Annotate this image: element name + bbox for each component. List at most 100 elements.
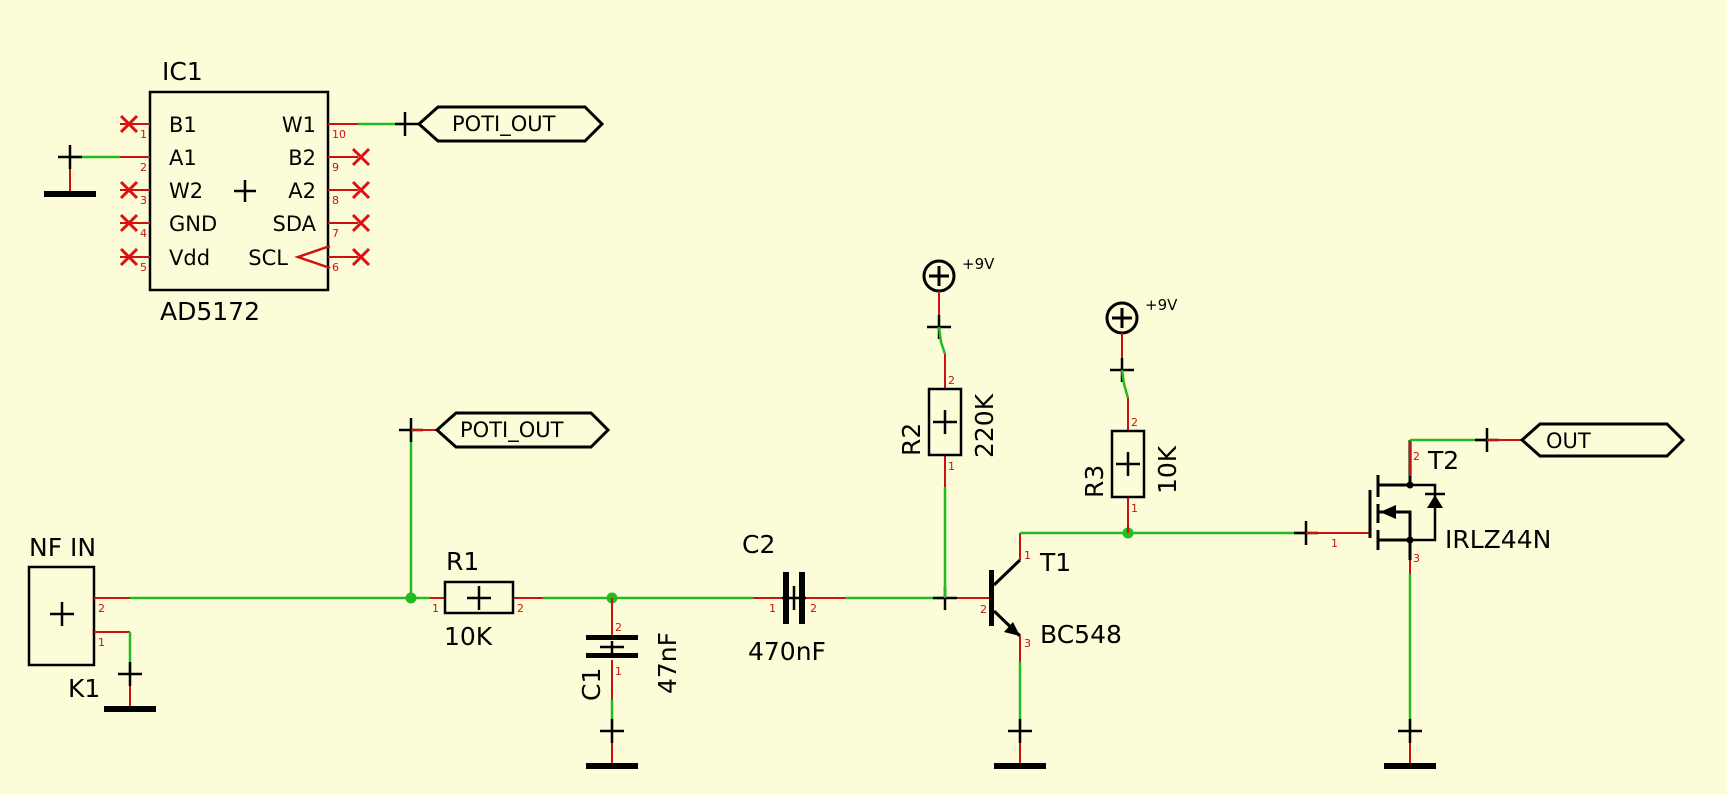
t1-pin-num-3: 3 xyxy=(1024,637,1031,650)
r1-value-label: 10K xyxy=(444,622,493,651)
k1-pin-num-1: 1 xyxy=(98,636,105,649)
no-connect-icon xyxy=(351,147,371,167)
ic1-ref-label: IC1 xyxy=(162,57,203,86)
c1-ref-label: C1 xyxy=(577,668,606,701)
ground-icon xyxy=(1384,763,1436,769)
t2-diode-line xyxy=(1410,483,1437,542)
t1-base-bar xyxy=(989,570,994,626)
plus-icon xyxy=(929,266,949,286)
t2-value-label: IRLZ44N xyxy=(1445,525,1551,554)
r2-body xyxy=(927,387,963,457)
ic1-left-pin-stubs xyxy=(120,123,150,258)
k1-pin-num-2: 2 xyxy=(98,602,105,615)
net-label-poti-out-top[interactable]: POTI_OUT xyxy=(416,105,605,143)
r2-resistor[interactable]: R2 220K 2 1 xyxy=(897,354,999,487)
r1-body xyxy=(443,580,515,615)
t2-mosfet[interactable]: T2 IRLZ44N 1 2 3 xyxy=(1306,440,1551,574)
k1-origin-cross xyxy=(50,602,74,626)
r2-value-label: 220K xyxy=(970,393,999,458)
net-label-text: POTI_OUT xyxy=(452,112,556,137)
c1-plate-top xyxy=(586,635,638,640)
c1-pin-num-2: 2 xyxy=(615,621,622,634)
c1-plate-bottom xyxy=(586,653,638,658)
poti-out-top-cross xyxy=(395,112,419,136)
t2-pin-num-3: 3 xyxy=(1413,552,1420,565)
ic1-pin-name-vdd: Vdd xyxy=(169,246,210,270)
ic1-pin-num-8: 8 xyxy=(332,194,339,207)
c2-capacitor[interactable]: C2 470nF 1 2 xyxy=(742,530,845,666)
no-connect-icon xyxy=(119,180,139,200)
plus-icon xyxy=(1112,308,1132,328)
ic1-pin-num-4: 4 xyxy=(140,227,147,240)
ground-icon xyxy=(44,191,96,197)
ic1-gnd-cross xyxy=(58,145,82,169)
t1-transistor[interactable]: T1 BC548 1 2 3 xyxy=(979,533,1122,662)
t1-gnd-cross xyxy=(1008,719,1032,743)
c2-origin-cross xyxy=(782,586,806,610)
ic1-pin-name-a1: A1 xyxy=(169,146,197,170)
vcc-r3-label: +9V xyxy=(1145,296,1178,314)
junction-dot xyxy=(1406,481,1414,489)
k1-gnd-cross xyxy=(118,662,142,686)
ic1-symbol[interactable]: IC1 AD5172 B1 A1 W2 GND Vdd W1 B2 A2 SDA… xyxy=(119,57,371,326)
t2-body-diode-icon xyxy=(1427,495,1443,508)
c1-value-label: 47nF xyxy=(653,632,682,694)
net-label-text: OUT xyxy=(1546,429,1591,453)
wire-vcc-r3[interactable] xyxy=(1120,369,1130,399)
net-label-text: POTI_OUT xyxy=(460,418,564,443)
r2-pin-num-2: 2 xyxy=(948,374,955,387)
vcc-r3[interactable]: +9V xyxy=(1105,296,1178,382)
c2-pin-num-2: 2 xyxy=(810,602,817,615)
t2-pin-num-2: 2 xyxy=(1413,450,1420,463)
junction-dot xyxy=(1406,536,1414,544)
t1-emitter-arrow-icon xyxy=(1004,622,1020,636)
t2-ref-label: T2 xyxy=(1427,446,1459,475)
ic1-pin-name-w1: W1 xyxy=(282,113,316,137)
c2-ref-label: C2 xyxy=(742,530,775,559)
r3-value-label: 10K xyxy=(1153,445,1182,494)
ic1-pin-name-a2: A2 xyxy=(288,179,316,203)
no-connect-icon xyxy=(119,114,139,134)
wire-vcc-r2[interactable] xyxy=(937,326,947,355)
r3-pin-num-1: 1 xyxy=(1131,502,1138,515)
c1-capacitor[interactable]: C1 47nF 2 1 xyxy=(577,598,682,701)
ground-icon xyxy=(994,763,1046,769)
no-connect-icon xyxy=(351,213,371,233)
r1-resistor[interactable]: R1 10K 1 2 xyxy=(430,547,543,651)
no-connect-icon xyxy=(119,247,139,267)
t1-collector-line xyxy=(992,558,1022,587)
r3-body xyxy=(1110,429,1146,499)
t2-arrow-icon xyxy=(1380,505,1396,519)
r3-resistor[interactable]: R3 10K 2 1 xyxy=(1080,398,1182,533)
ic1-pin-name-b1: B1 xyxy=(169,113,197,137)
ic1-pin-num-6: 6 xyxy=(332,261,339,274)
t1-pin-num-2: 2 xyxy=(980,603,987,616)
ic1-value-label: AD5172 xyxy=(160,297,260,326)
vcc-r2-label: +9V xyxy=(962,255,995,273)
no-connect-icon xyxy=(119,213,139,233)
ic1-pin-name-gnd: GND xyxy=(169,212,217,236)
t1-ref-label: T1 xyxy=(1039,548,1071,577)
net-label-poti-out-mid[interactable]: POTI_OUT xyxy=(434,411,611,449)
c2-value-label: 470nF xyxy=(748,637,826,666)
ic1-pin-num-9: 9 xyxy=(332,161,339,174)
t2-drain-line xyxy=(1378,440,1412,487)
ic1-pin-name-scl: SCL xyxy=(248,246,288,270)
t2-source-line xyxy=(1378,538,1412,560)
ic1-pin-name-sda: SDA xyxy=(273,212,317,236)
k1-value-label: NF IN xyxy=(29,533,96,562)
k1-connector[interactable]: NF IN K1 2 1 xyxy=(27,533,130,703)
ic1-pin-num-10: 10 xyxy=(332,128,346,141)
r1-origin-cross xyxy=(467,586,491,610)
r3-ref-label: R3 xyxy=(1080,465,1109,498)
net-label-out[interactable]: OUT xyxy=(1519,422,1686,458)
ic1-origin-cross xyxy=(234,180,256,202)
no-connect-icon xyxy=(351,247,371,267)
c2-pin-num-1: 1 xyxy=(769,602,776,615)
ic1-no-connect-markers xyxy=(119,114,371,267)
ic1-right-pin-stubs xyxy=(328,123,358,258)
vcc-r2[interactable]: +9V xyxy=(922,255,995,339)
r1-ref-label: R1 xyxy=(446,547,479,576)
c1-origin-cross xyxy=(600,641,624,653)
